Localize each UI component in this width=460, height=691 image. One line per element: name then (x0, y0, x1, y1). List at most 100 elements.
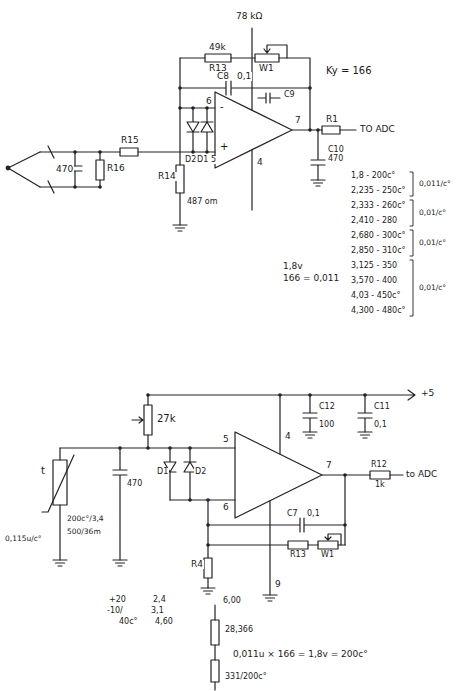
handwritten-label: 40c° (118, 618, 139, 626)
wire (292, 129, 356, 130)
handwritten-label: R4 (190, 560, 204, 569)
handwritten-label: R1 (325, 115, 339, 124)
handwritten-label: 2,410 - 280 (350, 217, 398, 225)
handwritten-label: 331/200c° (224, 673, 268, 681)
capacitor-symbol (208, 518, 345, 532)
handwritten-label: 3,125 - 350 (350, 262, 398, 270)
thermistor-arrow (42, 455, 74, 512)
handwritten-label: C12 (318, 403, 336, 411)
handwritten-label: R14 (157, 172, 177, 181)
opamp-symbol (215, 92, 292, 168)
handwritten-label: 100 (318, 421, 335, 429)
handwritten-label: 6 (205, 97, 213, 106)
handwritten-label: 0,01/c° (418, 284, 447, 292)
thermocouple (8, 152, 40, 187)
trimmer-wiper (264, 45, 287, 58)
handwritten-label: 4 (256, 158, 264, 167)
resistor-symbol (211, 620, 219, 645)
handwritten-label: C9 (283, 91, 296, 99)
handwritten-label: Ky = 166 (325, 66, 373, 76)
resistor-symbol (96, 160, 104, 180)
handwritten-label: 200c°/3,4 (66, 515, 105, 523)
handwritten-label: to ADC (405, 470, 438, 479)
handwritten-label: 0,01/c° (418, 209, 447, 217)
handwritten-label: t (40, 466, 46, 476)
handwritten-label: 0,011/c° (418, 180, 452, 188)
trimmer-wiper (325, 534, 341, 545)
handwritten-label: 4,03 - 450c° (350, 292, 401, 300)
handwritten-label: 1k (374, 481, 386, 489)
handwritten-label: 1,8v (282, 262, 304, 271)
handwritten-label: 3,1 (150, 607, 165, 615)
diode-symbol (201, 108, 213, 152)
handwritten-label: 0,1 (306, 510, 321, 518)
wire (322, 475, 403, 545)
trimmer-symbol (318, 541, 338, 549)
handwritten-label: 487 om (186, 198, 219, 206)
handwritten-label: 6 (222, 503, 230, 512)
power-wire (251, 28, 252, 210)
capacitor-symbol (311, 130, 325, 180)
capacitor-symbol (303, 395, 317, 432)
handwritten-label: 0,115u/c° (4, 535, 43, 543)
wire (180, 58, 310, 130)
handwritten-label: TO ADC (359, 125, 396, 134)
handwritten-label: 5 (210, 156, 217, 164)
handwritten-label: 49k (208, 43, 227, 52)
handwritten-label: 9 (274, 580, 282, 589)
handwritten-label: R13 (289, 551, 307, 559)
handwritten-label: C8 (216, 72, 230, 81)
handwritten-label: +20 (108, 596, 127, 604)
handwritten-label: 4 (284, 432, 292, 441)
handwritten-label: 470 (126, 480, 143, 488)
wire (214, 605, 215, 690)
handwritten-label: 5 (222, 435, 230, 444)
handwritten-label: W1 (258, 64, 275, 73)
handwritten-label: -10/ (106, 607, 124, 615)
handwritten-label: - (219, 102, 225, 112)
handwritten-label: 470 (55, 165, 74, 174)
wire (59, 448, 60, 560)
handwritten-label: 4,300 - 480c° (350, 307, 407, 315)
opamp-symbol (235, 432, 322, 518)
resistor-symbol (370, 471, 390, 479)
bracket (410, 172, 413, 316)
handwritten-label: 3,570 - 400 (350, 277, 398, 285)
handwritten-label: 0,011u × 166 = 1,8v = 200c° (232, 650, 369, 659)
handwritten-label: 500/36m (66, 528, 102, 536)
handwritten-label: 27k (156, 414, 177, 424)
resistor-symbol (288, 541, 308, 549)
handwritten-label: 2,235 - 250c° (350, 187, 407, 195)
power-wire (270, 395, 280, 595)
wire (138, 151, 215, 152)
resistor-symbol (176, 165, 184, 193)
handwritten-label: 7 (325, 461, 333, 470)
handwritten-label: R16 (106, 164, 126, 173)
power-rail (148, 390, 415, 400)
handwritten-label: 470 (327, 155, 344, 163)
handwritten-label: R12 (370, 461, 388, 469)
handwritten-label: R15 (120, 136, 140, 145)
handwritten-label: 0,01/c° (418, 239, 447, 247)
handwritten-label: W1 (320, 551, 335, 559)
resistor-symbol (211, 660, 219, 682)
handwritten-label: 2,4 (152, 596, 167, 604)
wire (170, 500, 235, 588)
resistor-symbol (322, 126, 340, 134)
handwritten-label: C11 (373, 403, 391, 411)
trimmer-symbol (144, 405, 152, 435)
handwritten-label: 7 (294, 116, 302, 125)
diode-symbol (187, 108, 199, 152)
capacitor-symbol (258, 93, 280, 103)
trimmer-symbol (255, 54, 279, 62)
wire (99, 152, 100, 187)
trimmer-wiper (132, 417, 143, 423)
resistor-symbol (204, 558, 212, 578)
handwritten-label: D2 (194, 468, 207, 476)
resistor-symbol (120, 148, 138, 156)
handwritten-label: 78 kΩ (235, 12, 263, 21)
handwritten-label: 0,1 (373, 421, 388, 429)
handwritten-label: 0,1 (236, 72, 252, 81)
wire (60, 395, 235, 448)
